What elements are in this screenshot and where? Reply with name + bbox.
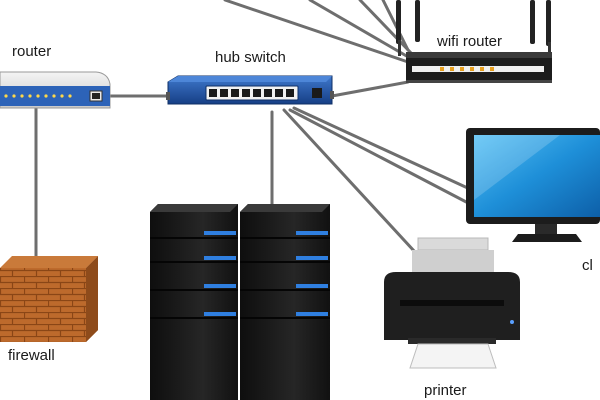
wifi-router-label: wifi router	[437, 33, 503, 50]
cable-wifi-4	[381, 0, 410, 52]
cable-switch-printer	[282, 108, 417, 254]
monitor-icon	[466, 128, 600, 242]
printer-icon	[384, 237, 520, 369]
server-right	[240, 204, 330, 400]
server-left	[150, 204, 238, 400]
cable-switch-monitor	[288, 108, 474, 207]
wifi-router-icon	[396, 0, 552, 83]
cables	[34, 0, 474, 270]
cable-wifi-2	[308, 0, 412, 60]
cable-wifi-3	[358, 0, 414, 56]
firewall-label: firewall	[8, 347, 55, 364]
printer-label: printer	[424, 382, 467, 399]
brick-firewall-icon	[0, 256, 98, 342]
router-label: router	[12, 43, 52, 60]
router-icon	[0, 71, 111, 109]
hub-switch-label: hub switch	[215, 49, 286, 66]
client-label: cl	[582, 257, 593, 274]
network-switch-icon	[166, 75, 334, 105]
cable-wifi-1	[223, 0, 410, 64]
cable-switch-wifi	[330, 80, 410, 98]
server-rack-icon	[150, 204, 330, 400]
cable-switch-monitor-2	[292, 106, 474, 192]
